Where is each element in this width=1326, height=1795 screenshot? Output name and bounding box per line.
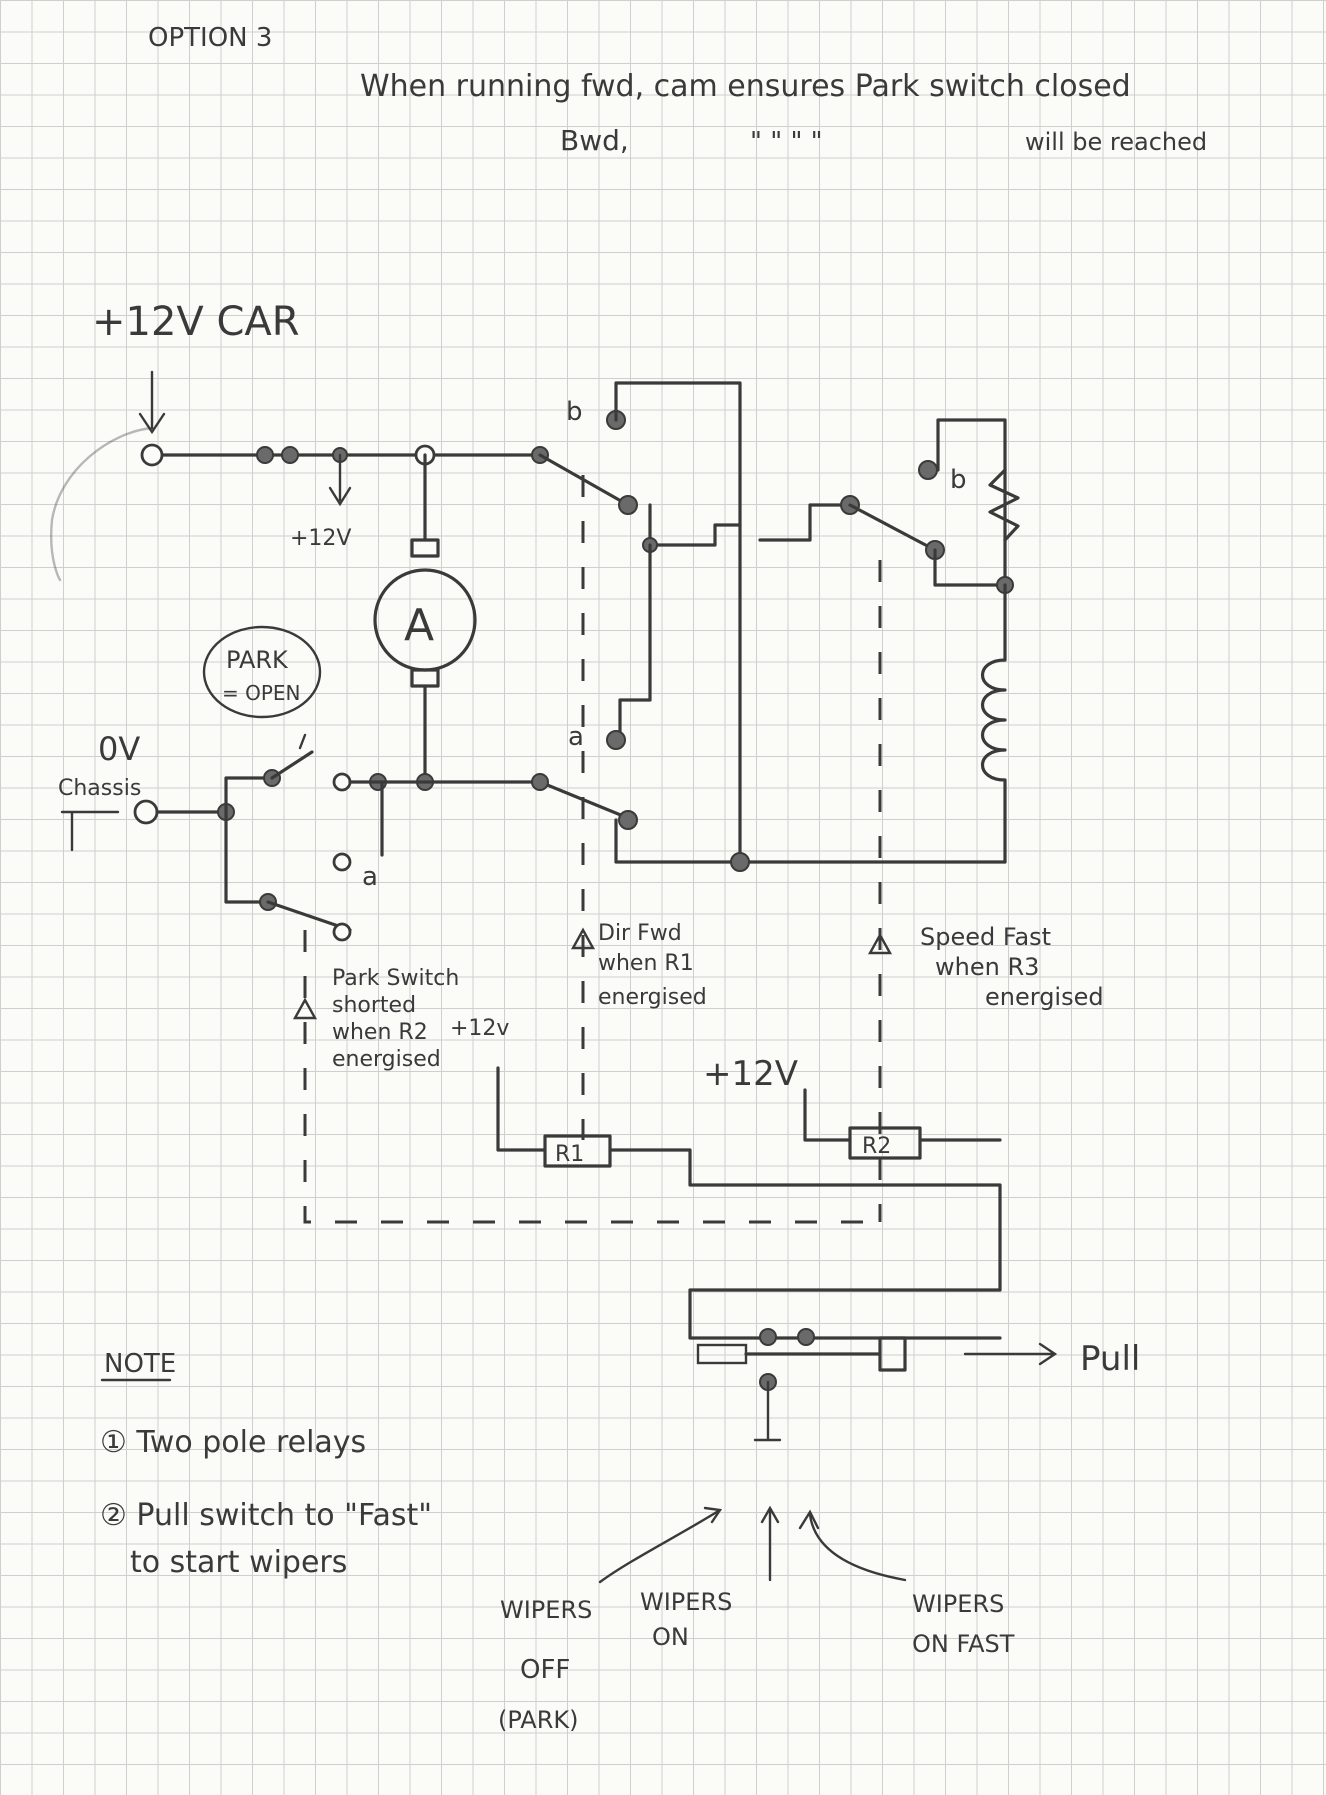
- supply-car-label: +12V CAR: [92, 299, 300, 345]
- svg-text:ON: ON: [652, 1623, 689, 1651]
- page-fold-curve: [49, 426, 154, 582]
- svg-text:when R3: when R3: [935, 953, 1039, 981]
- park-switch-wiring: [155, 733, 542, 942]
- header-note-bwd: Bwd,: [560, 124, 629, 157]
- top-rail: [140, 443, 549, 507]
- svg-text:OFF: OFF: [520, 1655, 570, 1685]
- svg-text:energised: energised: [332, 1047, 441, 1072]
- svg-text:Dir Fwd: Dir Fwd: [598, 921, 682, 946]
- contact-a-r1-label: a: [568, 722, 584, 752]
- on-pointer-arrow-icon: [760, 1505, 780, 1582]
- position-off: WIPERS OFF (PARK): [498, 1596, 592, 1734]
- motor-icon: [373, 453, 477, 784]
- svg-text:energised: energised: [598, 985, 707, 1010]
- ground-icon: [60, 810, 120, 852]
- r1-switches: [531, 381, 1007, 872]
- svg-text:shorted: shorted: [332, 993, 416, 1018]
- note-item-2: ② Pull switch to "Fast": [100, 1498, 432, 1533]
- svg-text:WIPERS: WIPERS: [912, 1590, 1004, 1618]
- note-item-1: ① Two pole relays: [100, 1425, 366, 1460]
- speed-marker-icon: [867, 932, 893, 955]
- page-title: OPTION 3: [148, 23, 272, 53]
- park-label: PARK: [226, 646, 289, 674]
- contact-b-r1-label: b: [566, 397, 583, 427]
- motor-symbol: A: [404, 600, 434, 651]
- position-fast: WIPERS ON FAST: [912, 1590, 1015, 1658]
- relay-supply-label: +12V: [703, 1054, 798, 1094]
- rail-12v-label: +12V: [290, 526, 351, 551]
- off-pointer-arrow-icon: [598, 1506, 723, 1584]
- relay-r2-icon: [848, 1126, 922, 1160]
- svg-text:energised: energised: [985, 983, 1104, 1011]
- svg-text:ON FAST: ON FAST: [912, 1630, 1015, 1658]
- contact-b-r3-label: b: [950, 465, 967, 495]
- relay-r2-label: R2: [862, 1134, 891, 1159]
- ground-label: 0V: [98, 730, 140, 768]
- pull-label: Pull: [1080, 1339, 1140, 1379]
- svg-text:Park Switch: Park Switch: [332, 966, 459, 991]
- park-callout-circle: [202, 625, 322, 719]
- svg-text:when R1: when R1: [598, 951, 694, 976]
- r2-actuator-dashed-line: [303, 930, 880, 1224]
- header-note-ditto-marks: " " " ": [750, 127, 823, 157]
- relay-r1-label: R1: [555, 1142, 584, 1167]
- r2-feed-wiring: [803, 1088, 1002, 1142]
- speed-switch-and-coil: [758, 418, 1020, 864]
- contact-a-lower-label: a: [362, 862, 378, 892]
- ground-sub-label: Chassis: [58, 776, 141, 801]
- park-state: = OPEN: [222, 681, 301, 705]
- header-note-line1: When running fwd, cam ensures Park switc…: [360, 69, 1131, 104]
- dir-callout: Dir Fwd when R1 energised: [598, 921, 707, 1010]
- svg-text:+12v: +12v: [450, 1016, 509, 1041]
- park-switch-callout: Park Switch shorted when R2 energised +1…: [332, 966, 509, 1072]
- svg-text:WIPERS: WIPERS: [500, 1596, 592, 1624]
- svg-text:when R2: when R2: [332, 1020, 428, 1045]
- pull-arrow-icon: [963, 1342, 1058, 1366]
- relay-r1-icon: [543, 1134, 612, 1168]
- header-note-line2: will be reached: [1025, 128, 1207, 156]
- svg-text:(PARK): (PARK): [498, 1706, 579, 1734]
- park-switch-marker-icon: [292, 997, 318, 1020]
- pull-switch-icon: [696, 1328, 907, 1442]
- ground-terminal: [133, 799, 159, 825]
- dir-marker-icon: [570, 927, 596, 950]
- fast-pointer-arrow-icon: [798, 1509, 907, 1582]
- svg-text:Speed Fast: Speed Fast: [920, 923, 1051, 951]
- note-heading: NOTE: [104, 1349, 176, 1379]
- speed-callout: Speed Fast when R3 energised: [920, 923, 1104, 1011]
- position-on: WIPERS ON: [640, 1588, 732, 1651]
- note-item-2-cont: to start wipers: [130, 1545, 347, 1580]
- supply-arrow-icon: [138, 370, 166, 435]
- relay-coil-wiring-icon: [496, 1066, 1002, 1340]
- svg-text:WIPERS: WIPERS: [640, 1588, 732, 1616]
